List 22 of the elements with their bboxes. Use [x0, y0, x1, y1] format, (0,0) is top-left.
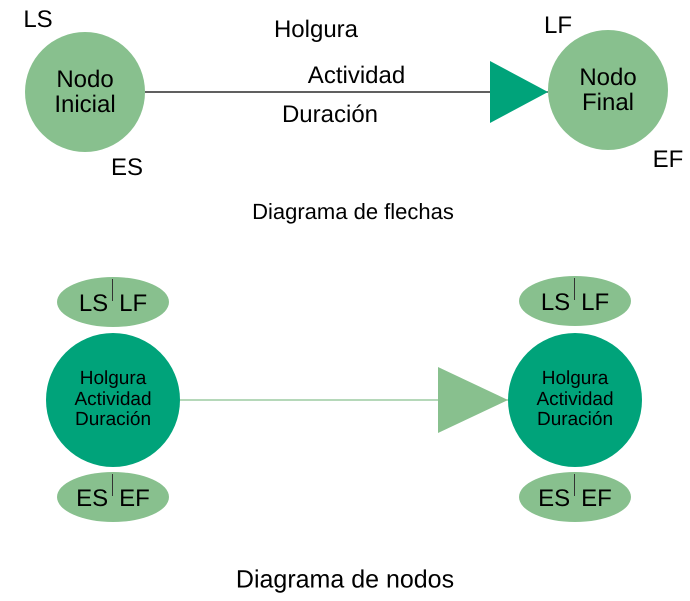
arrow: [180, 367, 508, 433]
time-label: EF: [119, 487, 150, 511]
time-label: EF: [652, 148, 684, 172]
diagram-caption: Diagrama de flechas: [252, 201, 454, 223]
node-label: Holgura Actividad Duración: [535, 368, 615, 432]
arrow: [145, 61, 548, 123]
time-label: LS: [540, 291, 570, 315]
time-label: ES: [111, 156, 143, 180]
time-label: LF: [119, 292, 148, 316]
time-label: ES: [538, 487, 570, 511]
time-label: EF: [581, 487, 612, 511]
node-label: Holgura Actividad Duración: [73, 368, 153, 432]
node-label: Nodo Inicial: [53, 66, 117, 118]
time-label: LF: [581, 291, 610, 315]
time-label: LF: [544, 14, 572, 38]
time-label: ES: [76, 487, 108, 511]
activity-label: Holgura: [274, 18, 358, 42]
activity-label: Duración: [282, 103, 378, 127]
time-label: LS: [78, 292, 108, 316]
time-label: LS: [23, 8, 53, 32]
diagram-caption: Diagrama de nodos: [236, 568, 454, 592]
node-label: Nodo Final: [578, 64, 638, 116]
